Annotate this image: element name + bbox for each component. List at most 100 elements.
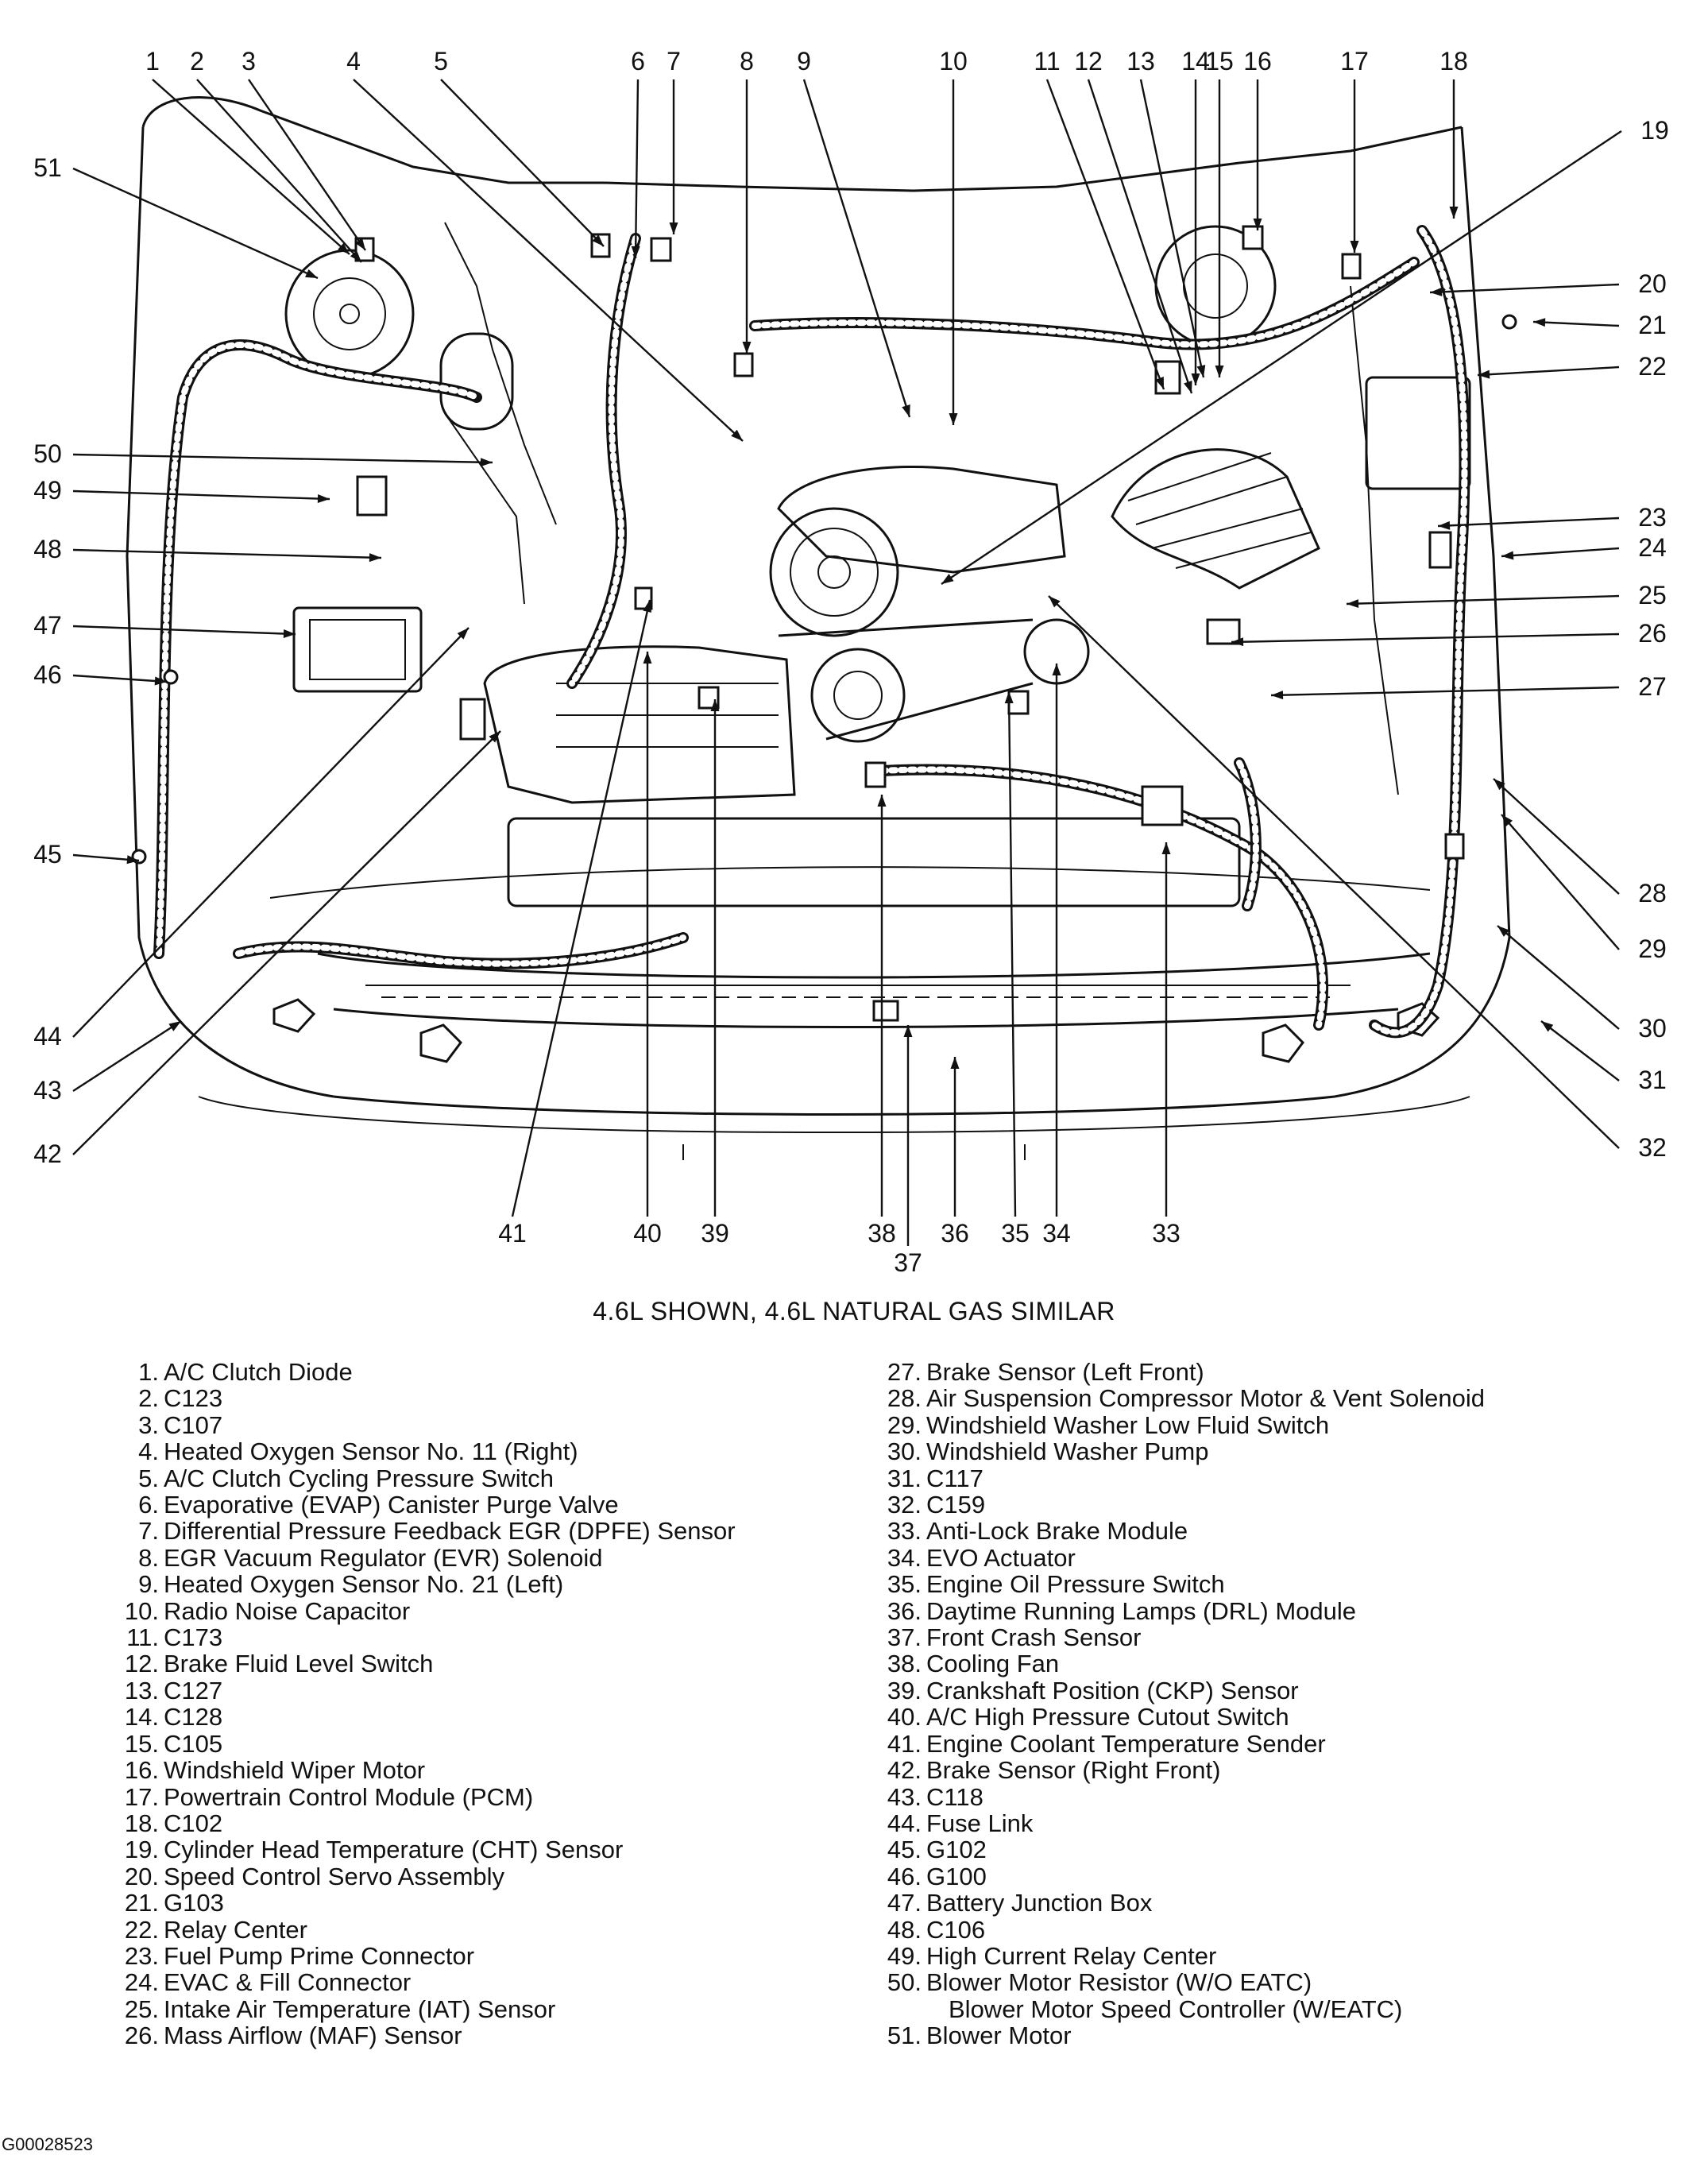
leader-arrowhead-43 [168, 1021, 181, 1031]
callout-number-40: 40 [633, 1219, 662, 1248]
legend-item-label: Powertrain Control Module (PCM) [164, 1782, 534, 1811]
legend-item: 24.EVAC & Fill Connector [119, 1968, 736, 1997]
leader-arrowhead-28 [1494, 779, 1505, 791]
blower-motor-shape [284, 249, 415, 379]
leader-arrowhead-18 [1449, 206, 1459, 219]
leader-arrowhead-37 [903, 1025, 913, 1038]
leader-line-48 [72, 548, 382, 559]
leader-line-46 [72, 674, 168, 683]
leader-arrowhead-33 [1161, 842, 1171, 855]
legend-item: 32.C159 [882, 1492, 1485, 1519]
leader-arrowhead-42 [489, 731, 500, 743]
leader-arrowhead-26 [1231, 637, 1244, 647]
callout-number-51: 51 [33, 153, 62, 182]
alternator-shape [769, 507, 899, 637]
legend-item-label: Blower Motor [926, 2022, 1072, 2050]
legend-item-number: 39. [887, 1676, 922, 1704]
legend-item-number: 18. [124, 1809, 159, 1837]
legend-item-number: 34. [887, 1543, 922, 1572]
legend-item: 42.Brake Sensor (Right Front) [882, 1757, 1485, 1784]
legend-item: 4.Heated Oxygen Sensor No. 11 (Right) [119, 1438, 736, 1465]
legend-item-label: Relay Center [164, 1915, 307, 1944]
leader-line-4 [353, 79, 744, 442]
legend-item-label: Brake Sensor (Left Front) [926, 1358, 1204, 1386]
leader-line-29 [1501, 814, 1620, 950]
legend-item-label: Crankshaft Position (CKP) Sensor [926, 1676, 1299, 1704]
legend-item-number: 22. [124, 1915, 159, 1944]
leader-line-51 [72, 167, 319, 280]
legend-item-label: A/C High Pressure Cutout Switch [926, 1703, 1289, 1731]
callout-leader-lines [72, 79, 1622, 1246]
legend-item: 38.Cooling Fan [882, 1650, 1485, 1677]
leader-arrowhead-13 [1196, 365, 1206, 377]
leader-arrowhead-5 [592, 234, 604, 246]
legend-item: 20.Speed Control Servo Assembly [119, 1863, 736, 1890]
legend-item: 18.C102 [119, 1809, 736, 1837]
legend-item: 35.Engine Oil Pressure Switch [882, 1570, 1485, 1599]
leader-arrowhead-17 [1350, 240, 1359, 253]
callout-number-38: 38 [868, 1219, 896, 1248]
legend-item-number: 21. [124, 1889, 159, 1917]
callout-number-33: 33 [1152, 1219, 1181, 1248]
leader-line-6 [634, 79, 640, 259]
legend-item-label: Cylinder Head Temperature (CHT) Sensor [164, 1836, 624, 1864]
legend-item: 48.C106 [882, 1915, 1485, 1944]
legend-item: 44.Fuse Link [882, 1810, 1485, 1837]
leader-line-19 [941, 130, 1622, 585]
legend-item-number: 17. [124, 1782, 159, 1811]
callout-number-46: 46 [33, 660, 62, 689]
leader-arrowhead-25 [1347, 599, 1359, 609]
legend-item-number: 36. [887, 1596, 922, 1625]
callout-number-8: 8 [740, 47, 754, 75]
legend-item-label: G102 [926, 1836, 987, 1864]
leader-arrowhead-27 [1271, 691, 1284, 700]
legend-item-number: 46. [887, 1862, 922, 1890]
legend-item-number: 35. [887, 1570, 922, 1599]
callout-number-36: 36 [941, 1219, 969, 1248]
legend-item-number: 31. [887, 1464, 922, 1492]
callout-number-16: 16 [1243, 47, 1272, 75]
legend-item-label: High Current Relay Center [926, 1941, 1217, 1970]
leader-arrowhead-3 [354, 238, 365, 250]
legend-item: 3.C107 [119, 1410, 736, 1439]
legend-item-label: G103 [164, 1889, 224, 1917]
legend-item-label: C127 [164, 1676, 223, 1704]
legend-item-number: 40. [887, 1703, 922, 1731]
legend-item: 22.Relay Center [119, 1915, 736, 1944]
leader-line-42 [72, 730, 501, 1155]
legend-item-label: EVO Actuator [926, 1543, 1076, 1572]
leader-line-9 [802, 79, 911, 418]
legend-item-label: Windshield Wiper Motor [164, 1756, 426, 1785]
headlamp-bulbs [272, 998, 1440, 1063]
legend-item: 51.Blower Motor [882, 2022, 1485, 2049]
legend-item-label: C106 [926, 1915, 986, 1944]
leader-arrowhead-38 [877, 795, 887, 807]
legend-item-label: Cooling Fan [926, 1650, 1060, 1678]
legend-item-label: EGR Vacuum Regulator (EVR) Solenoid [164, 1543, 603, 1572]
callout-number-48: 48 [33, 535, 62, 563]
legend-item: 37.Front Crash Sensor [882, 1624, 1485, 1651]
leader-line-21 [1532, 320, 1620, 327]
legend-item-label: C118 [926, 1782, 983, 1811]
legend-item-label: Brake Fluid Level Switch [164, 1650, 434, 1678]
callout-number-17: 17 [1340, 47, 1369, 75]
legend-item-label: C107 [164, 1410, 223, 1439]
leader-line-27 [1270, 686, 1620, 697]
legend-item-number: 48. [887, 1915, 922, 1944]
legend-item: 26.Mass Airflow (MAF) Sensor [119, 2022, 736, 2049]
leader-arrowhead-30 [1497, 926, 1510, 937]
legend-item: 15.C105 [119, 1729, 736, 1758]
callout-number-26: 26 [1638, 619, 1667, 648]
legend-item-number: 10. [124, 1596, 159, 1625]
legend-item-label: Anti-Lock Brake Module [926, 1517, 1188, 1546]
leader-line-41 [511, 599, 651, 1217]
legend-item-label: EVAC & Fill Connector [164, 1968, 412, 1997]
callout-number-10: 10 [939, 47, 968, 75]
legend-item-number: 20. [124, 1862, 159, 1890]
leader-line-2 [196, 79, 362, 263]
legend-item-label: C105 [164, 1729, 223, 1758]
legend-item: 50.Blower Motor Resistor (W/O EATC)Blowe… [882, 1969, 1485, 2022]
legend-item: 46.G100 [882, 1863, 1485, 1890]
legend-item-number: 51. [887, 2022, 922, 2050]
leader-line-50 [72, 453, 493, 464]
